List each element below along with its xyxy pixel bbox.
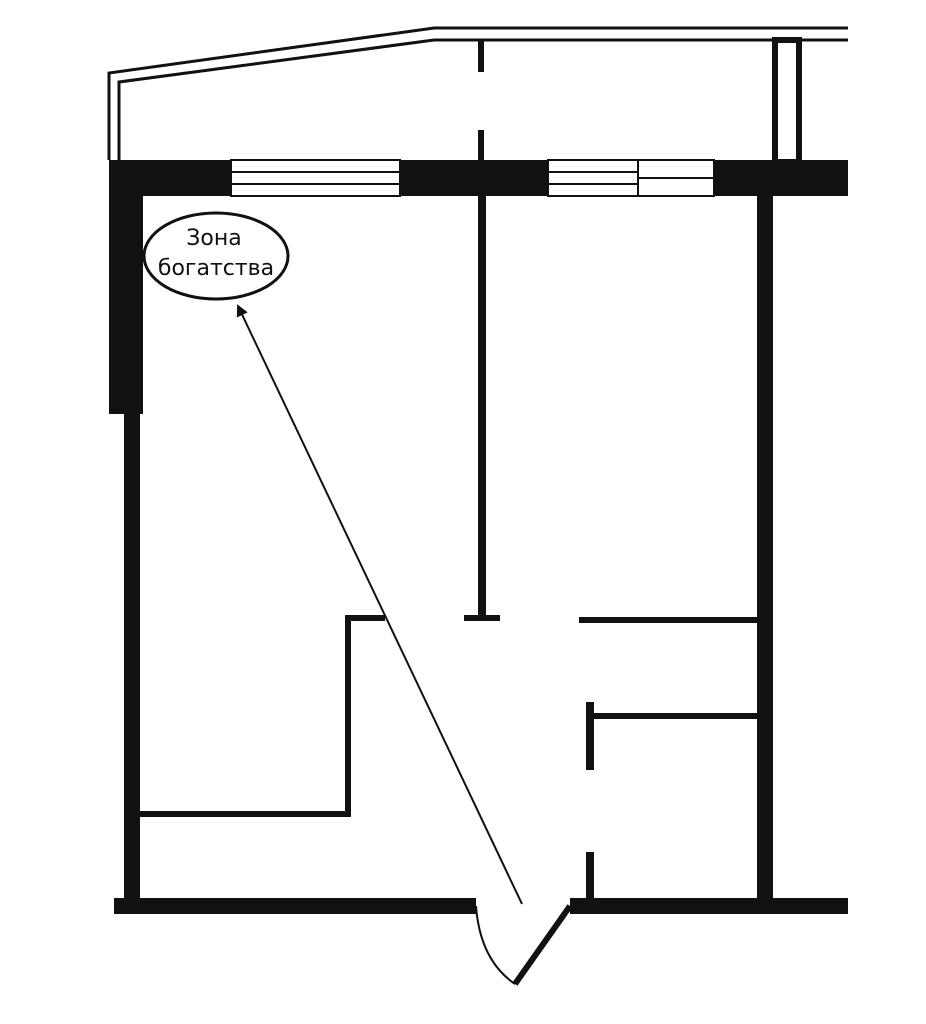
wall-segment-2 [400,160,548,196]
entrance-door [475,904,573,986]
window-left [230,159,401,197]
bottom-wall-right [570,898,848,914]
wall-segment-3 [714,160,848,196]
left-wall-thick [109,160,143,414]
zone-label-line2: богатства [158,256,274,281]
exterior-top-wall [109,159,848,197]
balcony-outer-line [107,26,848,160]
door-swing-arc [475,905,516,985]
left-wall-thin [124,414,140,904]
right-wall [757,196,773,904]
bottom-wall-left [114,898,476,914]
door-leaf [512,904,573,986]
balcony-post [772,37,802,165]
balcony-inner-line [117,38,848,160]
zone-label-line1: Зона [186,226,241,251]
left-inner-partition [140,615,385,817]
zone-ellipse [142,211,290,301]
wealth-zone-label: Зона богатства [142,211,290,301]
direction-arrow [236,304,523,905]
window-right [547,159,715,197]
balcony [107,26,848,165]
